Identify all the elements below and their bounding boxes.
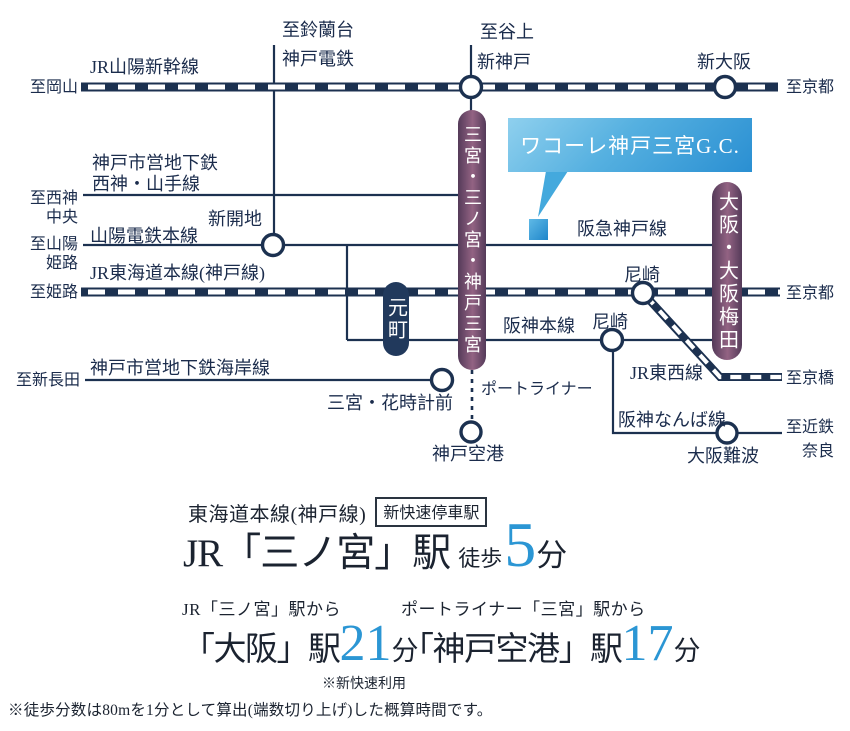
label-hankyu: 阪急神戸線 [577,219,667,239]
label-to-sanyo-himeji-2: 姫路 [45,255,78,272]
label-to-himeji: 至姫路 [29,284,78,301]
label-osaka-namba: 大阪難波 [687,446,759,466]
walk-station: JR「三ノ宮」駅 [183,532,451,575]
route-osaka-dest: 「大阪」駅 [182,632,341,668]
label-to-suzurandai: 至鈴蘭台 [282,20,354,40]
station-circle-hanadokeimae [429,367,455,393]
station-capsule-motomachi: 元町 [383,282,409,356]
route-osaka: JR「三ノ宮」駅から 「大阪」駅 21 分 ※新快速利用 [182,595,419,693]
label-shinkaichi: 新開地 [208,209,262,229]
station-circle-shin-kobe [458,74,484,100]
station-circle-shinkaichi [260,232,286,258]
route-osaka-note: ※新快速利用 [322,677,406,692]
label-to-kyobashi: 至京橋 [786,370,835,387]
station-capsule-sannomiya: 三宮・三ノ宮・神戸三宮 [458,110,486,370]
label-to-kyoto-jr: 至京都 [786,285,835,302]
label-to-seishin-chuo-1: 至西神 [29,190,78,207]
walk-minutes-unit: 分 [536,538,568,573]
label-to-kintetsu-nara-1: 至近鉄 [786,419,835,436]
station-capsule-osaka-umeda: 大阪・大阪梅田 [712,182,742,360]
rapid-stop-badge: 新快速停車駅 [375,497,488,527]
callout-tail [538,171,568,217]
station-circle-amagasaki-jr [630,280,656,306]
route-airport-dest: 「神戸空港」駅 [401,632,623,668]
label-jr-tozai: JR東西線 [630,363,704,383]
label-kobe-dentetsu: 神戸電鉄 [282,49,354,69]
site-marker-square [529,219,548,240]
label-shinkansen: JR山陽新幹線 [90,57,200,77]
footnote: ※徒歩分数は80mを1分として算出(端数切り上げ)した概算時間です。 [8,702,493,719]
label-hanshin-namba: 阪神なんば線 [618,410,726,430]
station-circle-amagasaki-hanshin [599,327,625,353]
label-to-tanigami: 至谷上 [480,22,534,42]
label-sanyo-line: 山陽電鉄本線 [90,226,198,246]
walk-mode: 徒歩 [458,546,503,571]
route-airport-unit: 分 [673,636,701,666]
label-hanshin-main: 阪神本線 [503,316,575,336]
label-kobe-airport: 神戸空港 [432,444,504,464]
route-airport-from: ポートライナー「三宮」駅から [401,600,646,619]
access-line-row: 東海道本線(神戸線) 新快速停車駅 [188,497,488,527]
jr-tozai-line [640,290,782,381]
label-to-sanyo-himeji-1: 至山陽 [29,236,78,253]
walk-time-row: JR「三ノ宮」駅 徒歩 5 分 [183,509,568,580]
label-to-shin-nagata: 至新長田 [15,372,80,389]
label-hanadokeimae: 三宮・花時計前 [327,393,453,413]
label-amagasaki-jr: 尼崎 [624,265,660,285]
label-shin-osaka: 新大阪 [697,52,751,72]
label-amagasaki-hanshin: 尼崎 [592,312,628,332]
walk-minutes: 5 [504,509,537,580]
label-to-kintetsu-nara-2: 奈良 [802,443,835,460]
label-subway-seishin-1: 神戸市営地下鉄 [92,153,218,173]
station-circle-kobe-airport [459,420,483,444]
access-line-name: 東海道本線(神戸線) [188,503,367,526]
route-kobe-airport: ポートライナー「三宮」駅から 「神戸空港」駅 17 分 [401,595,701,670]
label-jr-tokaido: JR東海道本線(神戸線) [90,263,265,283]
rail-lines-graphic [81,45,782,445]
label-to-okayama: 至岡山 [29,79,78,96]
route-osaka-unit: 分 [391,636,419,666]
label-shin-kobe: 新神戸 [477,52,531,72]
label-subway-kaigan: 神戸市営地下鉄海岸線 [90,358,270,378]
label-subway-seishin-2: 西神・山手線 [92,174,200,194]
label-to-seishin-chuo-2: 中央 [45,209,78,226]
label-portliner: ポートライナー [481,381,593,398]
property-callout: ワコーレ神戸三宮G.C. [508,118,752,172]
route-airport-minutes: 17 [621,615,674,672]
route-osaka-minutes: 21 [339,615,392,672]
label-to-kyoto-shinkansen: 至京都 [786,79,835,96]
route-osaka-from: JR「三ノ宮」駅から [182,600,341,619]
station-circle-shin-osaka [712,74,738,100]
station-circle-osaka-namba [715,421,739,445]
